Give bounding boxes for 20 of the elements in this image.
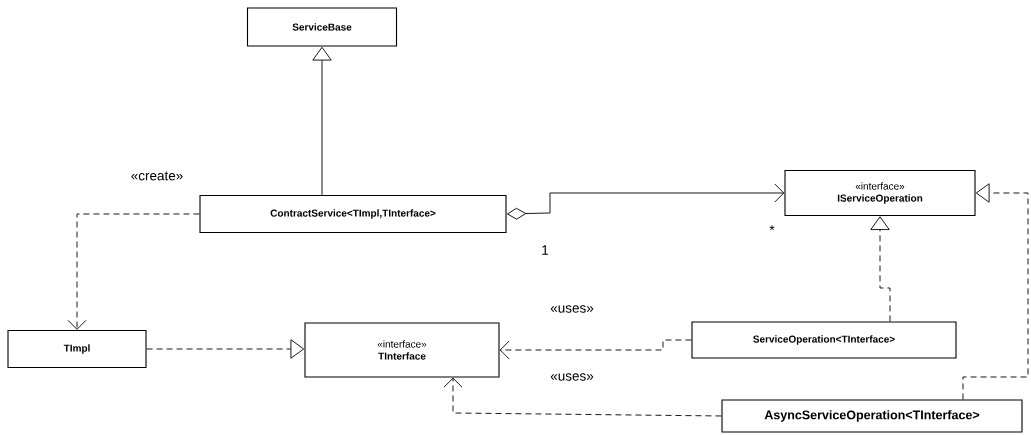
arrow <box>146 339 305 359</box>
arrow <box>312 46 332 196</box>
class-box: TImpl <box>7 329 147 369</box>
class-box: «interface» IServiceOperation <box>784 169 976 217</box>
edge-label: «uses» <box>549 304 595 314</box>
arrow <box>962 183 1029 400</box>
arrow <box>443 377 722 417</box>
class-box: AsyncServiceOperation<TInterface> <box>721 399 1023 433</box>
class-box: «interface» TInterface <box>304 322 500 378</box>
edge-label: «create» <box>129 170 185 182</box>
class-box: ServiceBase <box>246 7 398 47</box>
arrow <box>507 183 785 220</box>
arrow <box>870 216 891 322</box>
arrow <box>67 213 200 330</box>
multiplicity-label: * <box>769 225 775 231</box>
multiplicity-label: 1 <box>542 245 549 255</box>
class-box: ServiceOperation<TInterface> <box>691 321 957 359</box>
class-box: ContractService<TImpl,TInterface> <box>199 194 507 234</box>
arrow <box>499 339 692 360</box>
edge-label: «uses» <box>549 372 595 382</box>
